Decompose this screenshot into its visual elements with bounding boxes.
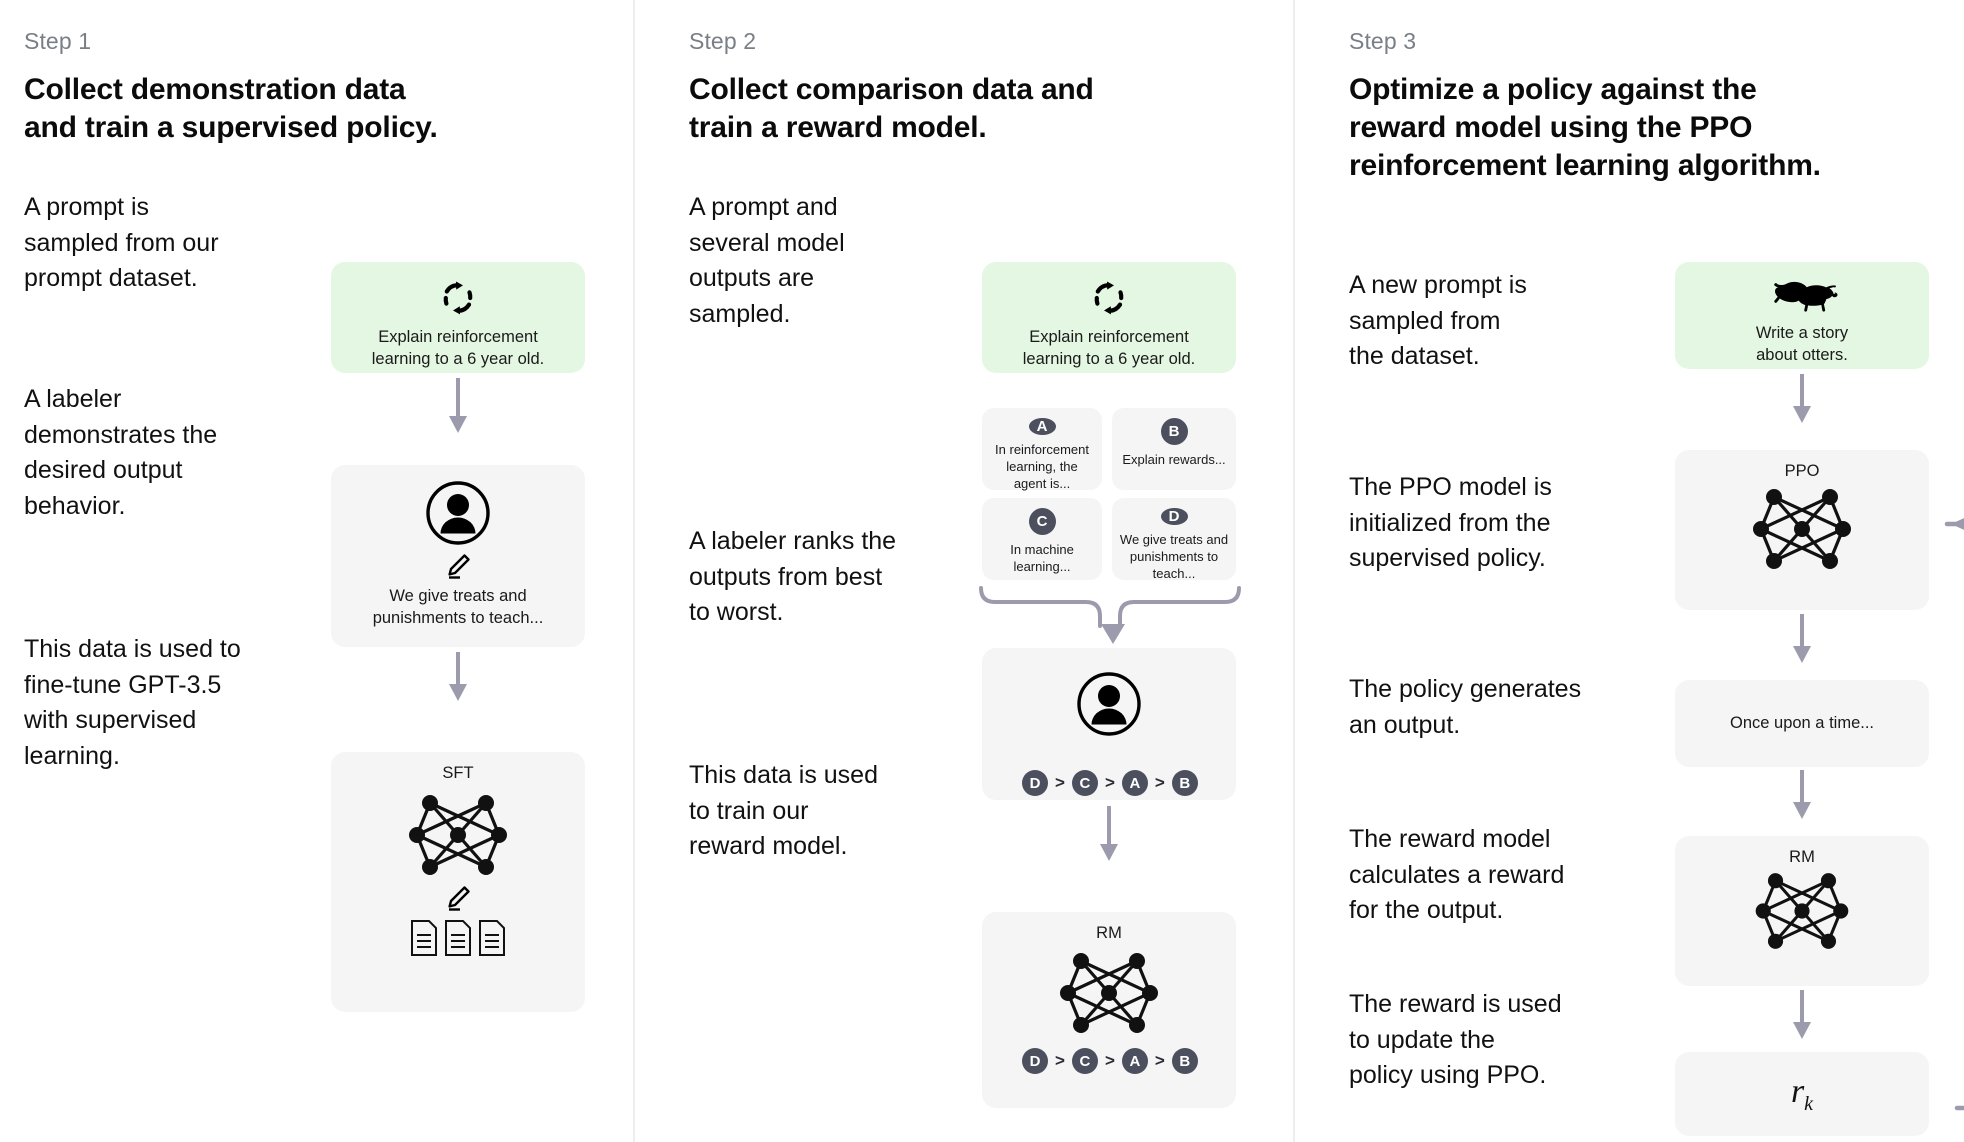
refresh-cycle-icon <box>982 262 1236 318</box>
step-2-prompt-card: Explain reinforcement learning to a 6 ye… <box>982 262 1236 373</box>
step-2-desc-2: A labeler ranks the outputs from best to… <box>689 527 897 626</box>
option-text-b: Explain rewards... <box>1122 452 1226 467</box>
option-card-a[interactable]: A In reinforcement learning, the agent i… <box>982 408 1102 491</box>
option-text-a: In reinforcement learning, the agent is.… <box>995 442 1089 491</box>
person-circle-icon <box>331 465 585 547</box>
step-2-arrow-rm <box>1094 806 1124 869</box>
step-2-merge-arrow <box>975 582 1245 683</box>
step-3-rm-title: RM <box>1789 848 1815 866</box>
step-2-column: Step 2 Collect comparison data and train… <box>633 0 1293 1142</box>
step-3-arrow-1 <box>1787 374 1817 431</box>
step-3-reward-card: rk <box>1675 1052 1929 1136</box>
step-2-prompt-text: Explain reinforcement learning to a 6 ye… <box>1022 328 1196 369</box>
step-1-label: Step 1 <box>24 28 92 54</box>
step-3-label: Step 3 <box>1349 28 1417 54</box>
step-1-desc-1: A prompt is sampled from our prompt data… <box>24 193 219 292</box>
pencil-icon <box>331 547 585 581</box>
rm-rank-sep-1: > <box>1055 1051 1065 1070</box>
rank-badge-3: A <box>1121 770 1148 796</box>
step-3-desc-2: The PPO model is initialized from the su… <box>1349 473 1552 572</box>
step-1-prompt-card: Explain reinforcement learning to a 6 ye… <box>331 262 585 373</box>
step-3-ppo-title: PPO <box>1784 462 1820 480</box>
step-3-prompt-text: Write a story about otters. <box>1755 324 1849 365</box>
step-1-arrow-1 <box>443 378 473 441</box>
step-2-rm-ranking: D > C > A > B <box>1022 1048 1198 1074</box>
step-2-desc-3: This data is used to train our reward mo… <box>689 761 878 860</box>
neural-network-icon <box>982 943 1236 1039</box>
option-badge-d: D <box>1160 508 1188 525</box>
step-3-output-text: Once upon a time... <box>1730 714 1874 733</box>
step-3-arrow-4 <box>1787 990 1817 1047</box>
rm-rank-badge-4: B <box>1171 1048 1198 1074</box>
rank-badge-4: B <box>1171 770 1198 796</box>
option-card-b[interactable]: B Explain rewards... <box>1112 408 1236 490</box>
step-3-ppo-card: PPO <box>1675 450 1929 610</box>
step-3-prompt-card: Write a story about otters. <box>1675 262 1929 369</box>
rank-sep-1: > <box>1055 773 1065 792</box>
option-card-c[interactable]: C In machine learning... <box>982 498 1102 580</box>
step-3-desc-1: A new prompt is sampled from the dataset… <box>1349 271 1527 370</box>
rank-sep-2: > <box>1104 773 1115 792</box>
step-1-prompt-text: Explain reinforcement learning to a 6 ye… <box>371 328 545 369</box>
rm-rank-sep-2: > <box>1104 1051 1115 1070</box>
rank-badge-2: C <box>1071 770 1098 796</box>
step-1-sft-title: SFT <box>442 764 474 782</box>
rank-badge-1: D <box>1022 770 1048 796</box>
step-2-labeler-ranking: D > C > A > B <box>1022 770 1198 796</box>
step-2-label: Step 2 <box>689 28 757 54</box>
step-3-desc-5: The reward is used to update the policy … <box>1349 990 1562 1089</box>
rm-rank-badge-2: C <box>1071 1048 1098 1074</box>
reward-r: r <box>1790 1072 1805 1110</box>
step-1-labeler-text: We give treats and punishments to teach.… <box>372 587 544 628</box>
step-3-desc-3: The policy generates an output. <box>1349 675 1582 739</box>
step-1-desc-2: A labeler demonstrates the desired outpu… <box>24 385 218 520</box>
step-2-rm-title: RM <box>1096 924 1122 942</box>
step-2-title: Collect comparison data and train a rewa… <box>689 73 1094 144</box>
step-1-column: Step 1 Collect demonstration data and tr… <box>0 0 633 1142</box>
step-1-arrow-2 <box>443 652 473 709</box>
option-badge-a: A <box>1028 418 1056 435</box>
step-3-arrow-2 <box>1787 614 1817 671</box>
option-text-c: In machine learning... <box>1010 542 1074 574</box>
step-3-rm-card: RM <box>1675 836 1929 986</box>
neural-network-icon <box>1675 867 1929 955</box>
step-3-column: Step 3 Optimize a policy against the rew… <box>1293 0 1964 1142</box>
step-3-arrow-3 <box>1787 770 1817 827</box>
documents-icon <box>331 913 585 957</box>
step-1-sft-card: SFT <box>331 752 585 1012</box>
step-2-desc-1: A prompt and several model outputs are s… <box>689 193 845 328</box>
step-1-desc-3: This data is used to fine-tune GPT-3.5 w… <box>24 635 241 770</box>
option-text-d: We give treats and punishments to teach.… <box>1119 532 1229 581</box>
rm-rank-sep-3: > <box>1154 1051 1165 1070</box>
reward-symbol: rk <box>1791 1073 1813 1116</box>
pencil-icon <box>331 881 585 913</box>
step-1-labeler-card: We give treats and punishments to teach.… <box>331 465 585 647</box>
step-3-desc-4: The reward model calculates a reward for… <box>1349 825 1565 924</box>
otter-icon <box>1675 262 1929 316</box>
rm-rank-badge-3: A <box>1121 1048 1148 1074</box>
step-2-rm-card: RM <box>982 912 1236 1108</box>
rm-rank-badge-1: D <box>1022 1048 1048 1074</box>
refresh-cycle-icon <box>331 262 585 318</box>
rank-sep-3: > <box>1154 773 1165 792</box>
person-circle-icon <box>982 648 1236 738</box>
neural-network-icon <box>331 783 585 881</box>
neural-network-icon <box>1675 481 1929 575</box>
reward-k: k <box>1804 1092 1814 1115</box>
step-3-title: Optimize a policy against the reward mod… <box>1349 73 1821 182</box>
option-card-d[interactable]: D We give treats and punishments to teac… <box>1112 498 1236 581</box>
step-3-output-card: Once upon a time... <box>1675 680 1929 767</box>
option-badge-c: C <box>1028 508 1056 535</box>
option-badge-b: B <box>1160 418 1188 445</box>
step-1-title: Collect demonstration data and train a s… <box>24 73 438 144</box>
